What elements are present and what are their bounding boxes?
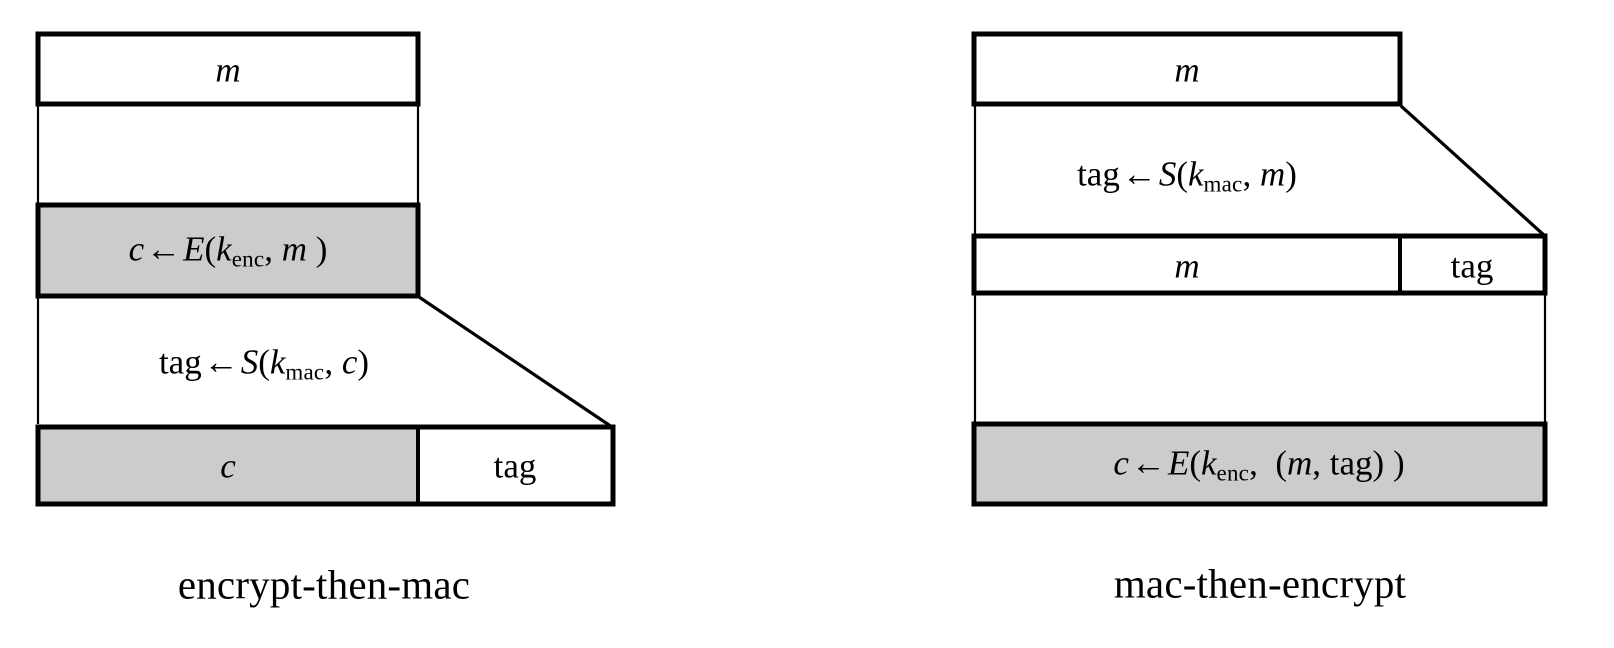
- left-output-tag-label: tag: [493, 446, 537, 486]
- right-row-plaintext-border: [971, 31, 1403, 107]
- right-plaintext-label: m: [1174, 50, 1200, 90]
- right-encrypt-paren-close: ): [1384, 443, 1405, 483]
- left-encrypt-paren-open: (: [204, 229, 217, 269]
- left-row-encrypt-fill: [38, 205, 418, 296]
- left-row-plaintext-border: [35, 31, 421, 107]
- right-mac-arrow-icon: ←: [1121, 154, 1157, 194]
- right-row-encrypt-fill: [974, 424, 1545, 504]
- left-diagonal-connector: [418, 295, 613, 429]
- left-encrypt-comma: ,: [264, 229, 282, 269]
- right-mac-comma: ,: [1242, 154, 1260, 194]
- right-encrypt-label: c←E(kenc, (m, tag) ): [1113, 443, 1405, 486]
- right-row-plaintext-fill: [974, 34, 1400, 104]
- left-encrypt-paren-close: ): [307, 229, 328, 269]
- left-mac-arrow-icon: ←: [203, 342, 239, 382]
- right-encrypt-comma: ,: [1249, 443, 1276, 483]
- left-diagram-caption: encrypt-then-mac: [177, 561, 471, 608]
- right-mac-label: tag←S(kmac, m): [1077, 154, 1297, 197]
- right-encrypt-arrow-icon: ←: [1130, 443, 1166, 483]
- right-intermediate-message-label: m: [1174, 246, 1200, 286]
- left-row-plaintext-fill: [38, 34, 418, 104]
- right-encrypt-paren-open: (: [1189, 443, 1201, 483]
- left-plaintext-label: m: [215, 50, 241, 90]
- left-diagram-shapes: [35, 31, 616, 507]
- left-output-ciphertext-fill: [38, 427, 418, 504]
- left-mac-comma: ,: [324, 342, 342, 382]
- right-mac-paren-close: ): [1285, 154, 1297, 194]
- right-diagram-caption: mac-then-encrypt: [1113, 560, 1407, 607]
- left-output-tag-fill: [418, 427, 613, 504]
- left-mac-paren-open: (: [258, 342, 270, 382]
- right-mac-paren-open: (: [1176, 154, 1189, 194]
- right-intermediate-tag-label: tag: [1450, 246, 1494, 286]
- right-row-encrypt-border: [971, 421, 1548, 507]
- right-diagonal-connector: [1399, 104, 1547, 238]
- right-encrypt-inner-comma: ,: [1312, 443, 1330, 483]
- left-mac-paren-close: ): [357, 342, 370, 382]
- left-mac-label: tag←S(kmac, c): [158, 342, 370, 385]
- right-diagram-shapes: [971, 31, 1548, 507]
- left-encrypt-arrow-icon: ←: [146, 229, 182, 269]
- right-intermediate-border: [971, 233, 1548, 296]
- left-encrypt-label: c←E(kenc, m ): [128, 229, 328, 272]
- left-output-ciphertext-label: c: [220, 446, 236, 486]
- left-output-border: [35, 424, 616, 507]
- right-intermediate-fill: [974, 236, 1545, 293]
- left-row-encrypt-border: [35, 202, 421, 299]
